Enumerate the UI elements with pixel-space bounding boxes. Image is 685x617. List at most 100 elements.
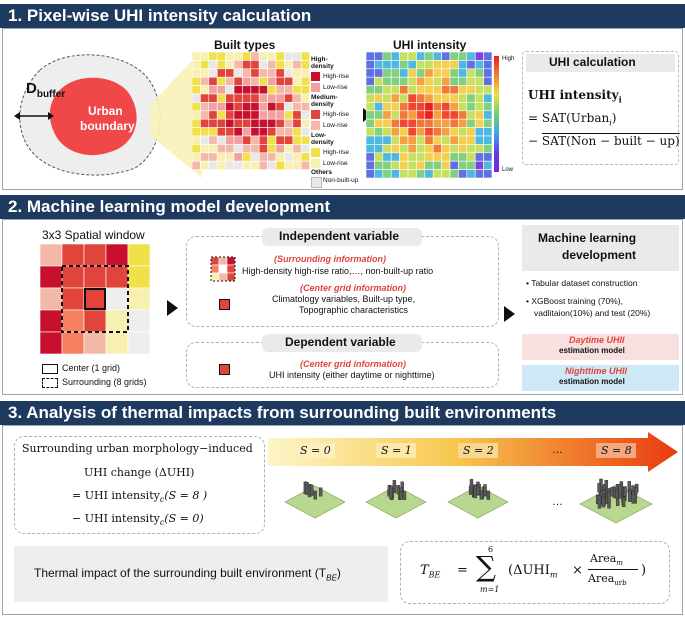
uhi-cell <box>424 52 434 61</box>
thermal-impact-box <box>14 546 388 602</box>
built-cell <box>275 68 285 78</box>
building <box>313 490 317 500</box>
built-cell <box>216 144 226 154</box>
uhi-cell <box>416 85 426 95</box>
built-cell <box>284 144 294 154</box>
uhi-cell <box>466 76 476 86</box>
uhi-cell <box>407 110 417 120</box>
built-cell <box>250 85 260 95</box>
uhi-cell <box>458 160 468 170</box>
built-cell <box>284 110 294 120</box>
uhi-cell <box>432 152 442 162</box>
built-cell <box>216 52 226 61</box>
uhi-cell <box>382 85 392 95</box>
daytime-model-title: Daytime UHII <box>569 335 625 345</box>
independent-title-bg <box>262 228 422 246</box>
calc-line-1: UHI intensityi <box>528 88 622 105</box>
built-cell <box>300 93 310 103</box>
uhi-cell <box>432 52 442 61</box>
uhi-cell <box>424 169 434 178</box>
uhi-calc-title: UHI calculation <box>549 55 636 69</box>
built-cell <box>233 118 243 128</box>
uhi-cell <box>374 144 384 154</box>
daytime-model-box <box>522 334 679 360</box>
ml-title-bg <box>522 225 679 271</box>
built-types-title: Built types <box>214 38 276 52</box>
built-cell <box>242 152 252 162</box>
uhi-cell <box>390 52 400 61</box>
uhi-cell <box>483 110 492 120</box>
urban-label-1: Urban <box>88 104 123 118</box>
uhi-cell <box>474 144 484 154</box>
uhi-cell <box>441 76 451 86</box>
built-cell <box>233 68 243 78</box>
uhi-cell <box>483 144 492 154</box>
uhi-cell <box>407 135 417 145</box>
uhi-cell <box>474 85 484 95</box>
formula-times: × <box>572 563 583 578</box>
mini-cell <box>210 272 220 282</box>
built-cell <box>225 110 235 120</box>
uhi-cell <box>483 127 492 137</box>
uhi-cell <box>432 68 442 78</box>
window-cell <box>40 265 63 289</box>
uhi-cell <box>416 76 426 86</box>
built-cell <box>225 102 235 112</box>
built-cell <box>292 60 302 70</box>
window-cell <box>105 309 129 333</box>
built-cell <box>300 110 310 120</box>
built-cell <box>192 144 201 154</box>
built-cell <box>233 110 243 120</box>
dependent-title-bg <box>262 334 422 352</box>
uhi-cell <box>483 152 492 162</box>
built-cell <box>225 127 235 137</box>
built-cell <box>242 93 252 103</box>
uhi-cell <box>407 60 417 70</box>
built-cell <box>275 102 285 112</box>
building <box>469 478 474 493</box>
built-cell <box>250 118 260 128</box>
section3-title: 3. Analysis of thermal impacts from surr… <box>8 403 557 422</box>
uhi-cell <box>407 85 417 95</box>
built-cell <box>216 127 226 137</box>
legend-non-built-up: Non-built-up <box>323 177 359 184</box>
uhi-cell <box>382 68 392 78</box>
built-cell <box>250 152 260 162</box>
legend-ld-low-rise: Low-rise <box>323 160 348 167</box>
building <box>623 486 627 497</box>
built-cell <box>200 144 210 154</box>
window-cell <box>61 309 85 333</box>
built-cell <box>208 118 218 128</box>
window-cell <box>61 331 85 355</box>
built-cell <box>216 93 226 103</box>
built-cell <box>216 85 226 95</box>
uhi-cell <box>441 102 451 112</box>
uhi-cell <box>399 68 409 78</box>
uhi-cell <box>466 127 476 137</box>
built-cell <box>208 127 218 137</box>
legend-swatch-nbu <box>311 177 322 188</box>
built-cell <box>292 160 302 170</box>
uhi-cell <box>424 60 434 70</box>
uhi-cell <box>466 110 476 120</box>
frac-den: Areaurb <box>588 572 627 588</box>
built-cell <box>250 127 260 137</box>
uhi-cell <box>474 169 484 178</box>
built-cell <box>284 76 294 86</box>
urban-core <box>49 77 137 156</box>
built-cell <box>250 135 260 145</box>
uhi-cell <box>374 76 384 86</box>
built-cell <box>258 60 268 70</box>
built-cell <box>208 68 218 78</box>
uhi-cell <box>416 110 426 120</box>
built-cell <box>225 160 235 170</box>
built-cell <box>225 118 235 128</box>
uhi-cell <box>424 85 434 95</box>
built-cell <box>216 135 226 145</box>
uhi-cell <box>374 85 384 95</box>
uhi-cell <box>416 118 426 128</box>
uhi-cell <box>390 152 400 162</box>
uhi-cell <box>458 110 468 120</box>
uhi-cell <box>390 85 400 95</box>
uhi-cell <box>441 135 451 145</box>
